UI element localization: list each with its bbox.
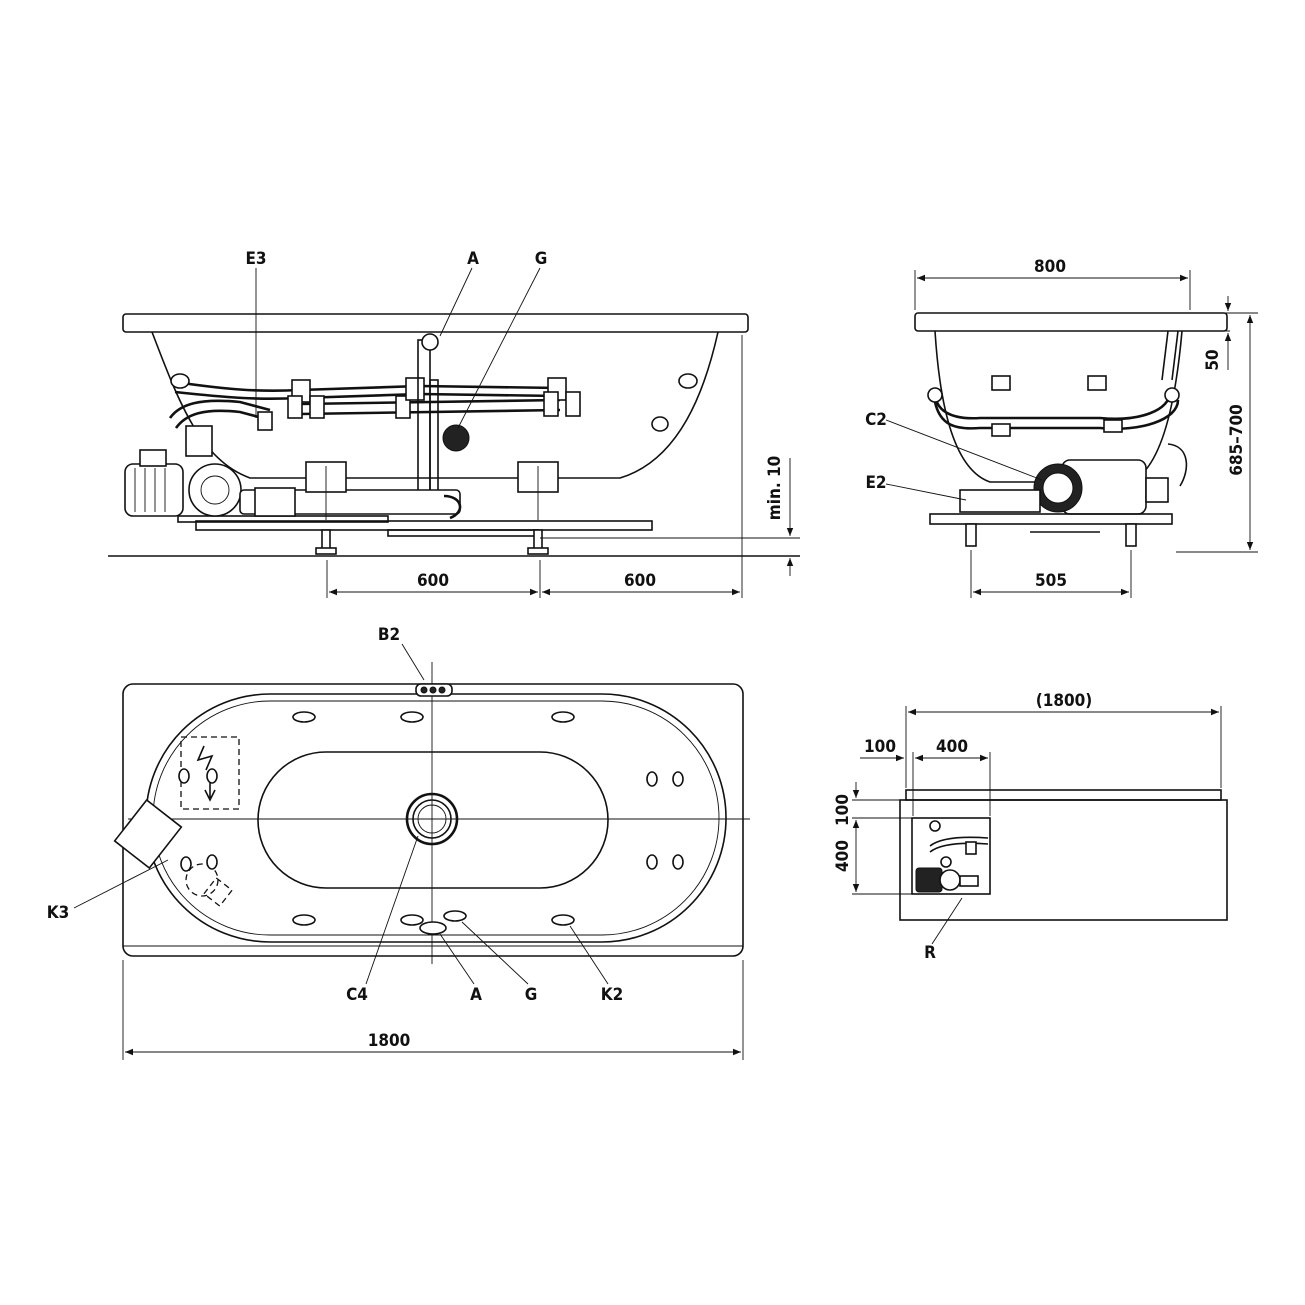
leader-c4 — [365, 835, 419, 985]
leader-c2 — [885, 419, 1043, 481]
dim-800-label: 800 — [1034, 257, 1066, 277]
top-basin-outer — [145, 693, 727, 943]
install-top-rim — [905, 789, 1222, 801]
label-a-top: A — [470, 985, 482, 1005]
side-pipe — [933, 391, 1172, 421]
leader-g-top — [461, 921, 529, 985]
leader-a-top — [439, 933, 475, 985]
dim-400-x-label: 400 — [936, 737, 968, 757]
dim-min10-label: min. 10 — [765, 456, 785, 520]
top-jet — [292, 711, 316, 723]
label-r: R — [924, 943, 936, 963]
front-base-plate-small — [387, 529, 539, 537]
leader-b2 — [401, 643, 425, 681]
dim-50-label: 50 — [1203, 349, 1223, 370]
front-rim — [122, 313, 749, 333]
install-view: R (1800) 100 400 100 400 — [833, 691, 1228, 963]
side-basin — [934, 330, 1183, 483]
side-base-plate — [929, 513, 1173, 525]
label-c4: C4 — [346, 985, 368, 1005]
dim-100-y-label: 100 — [833, 794, 853, 826]
label-a-front: A — [467, 249, 479, 269]
label-e2: E2 — [865, 473, 886, 493]
front-basin — [151, 331, 719, 479]
leader-r — [931, 897, 963, 945]
dim-600-right-label: 600 — [624, 571, 656, 591]
front-jet-right-low — [651, 416, 669, 432]
install-pump-r — [915, 867, 943, 893]
label-k3: K3 — [47, 903, 70, 923]
dim-1800-label: 1800 — [368, 1031, 411, 1051]
dim-1800-install-label: (1800) — [1036, 691, 1093, 711]
side-view: C2 E2 800 50 685–700 505 — [865, 257, 1258, 598]
label-c2: C2 — [865, 410, 887, 430]
leader-e2 — [885, 483, 967, 501]
leader-g-front — [457, 267, 541, 429]
label-e3: E3 — [245, 249, 266, 269]
side-e2-frame — [959, 489, 1041, 513]
front-pump-head — [188, 463, 242, 517]
label-g-top: G — [525, 985, 538, 1005]
top-pump-k3 — [113, 798, 183, 870]
front-pipe-upper — [174, 380, 561, 393]
label-g-front: G — [535, 249, 548, 269]
side-rim — [914, 312, 1228, 332]
label-k2: K2 — [601, 985, 624, 1005]
label-b2: B2 — [378, 625, 400, 645]
front-g-component — [442, 424, 470, 452]
front-jet-left — [170, 373, 190, 389]
top-view: B2 K3 C4 A G K2 1800 — [47, 625, 750, 1060]
front-column — [417, 339, 431, 501]
dim-505-label: 505 — [1035, 571, 1067, 591]
top-overflow-a — [419, 921, 447, 935]
leader-k3 — [73, 859, 169, 909]
electrical-icon — [196, 745, 214, 771]
top-basin-floor — [257, 751, 609, 889]
dim-600-left-label: 600 — [417, 571, 449, 591]
top-outline — [122, 683, 744, 957]
dim-100-x-label: 100 — [864, 737, 896, 757]
top-drain — [405, 792, 459, 846]
dim-400-y-label: 400 — [833, 840, 853, 872]
dim-685-700-label: 685–700 — [1227, 404, 1247, 476]
front-jet-right — [678, 373, 698, 389]
leader-a-front — [439, 267, 473, 337]
leader-k2 — [569, 925, 609, 985]
front-pump-motor — [124, 463, 184, 517]
front-view: E3 A G 600 600 min. 10 — [108, 249, 800, 598]
